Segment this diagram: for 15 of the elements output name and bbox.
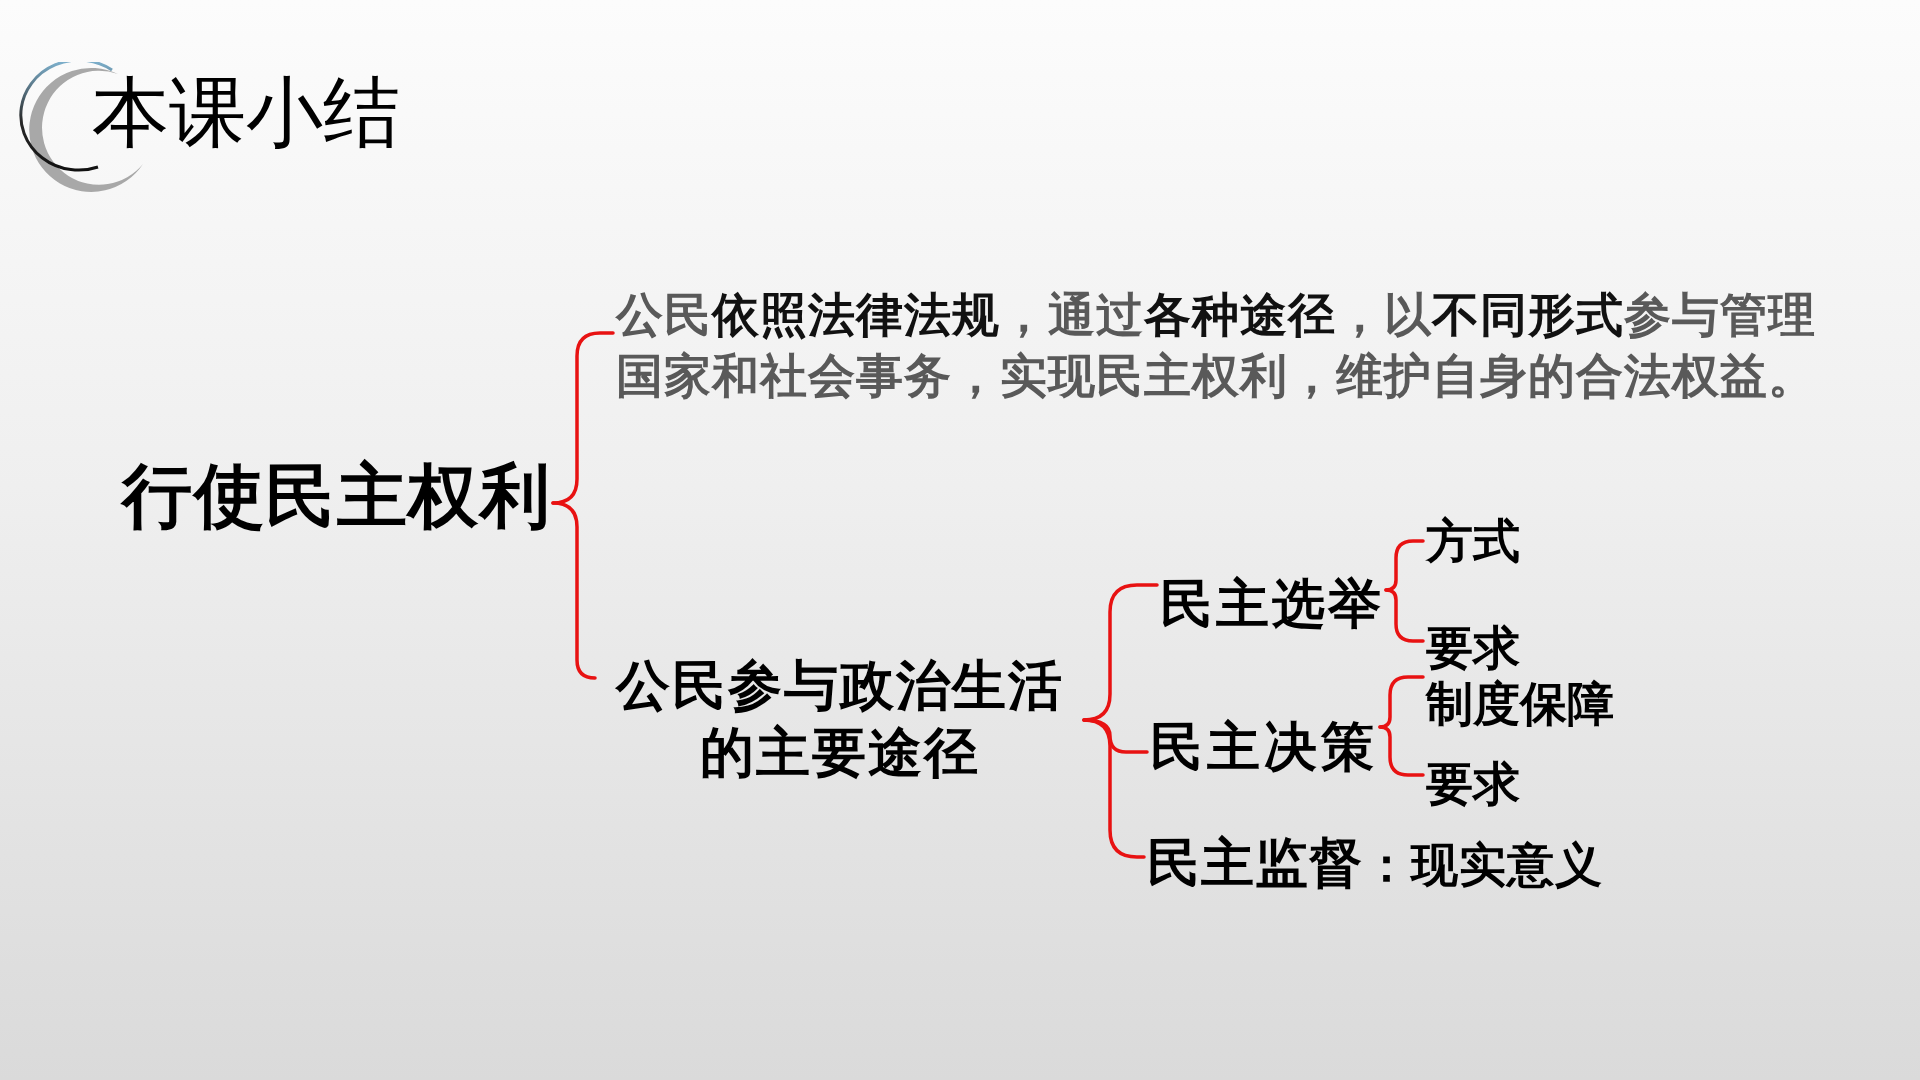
curly-brace (1082, 718, 1146, 859)
main-topic-label: 行使民主权利 (122, 456, 551, 537)
branch-label: 民主选举 (1160, 574, 1384, 635)
note-text: ：现实意义 (1363, 838, 1603, 893)
subtopic-label: 公民参与政治生活的主要途径 (598, 652, 1082, 786)
item-label: 要求 (1426, 757, 1520, 812)
item-label: 制度保障 (1426, 677, 1614, 732)
definition-text: 公民依照法律法规，通过各种途径，以不同形式参与管理国家和社会事务，实现民主权利，维护自身的合法权益。 (616, 284, 1831, 406)
slide-title: 本课小结 (92, 74, 400, 151)
branch-label: 民主决策 (1150, 717, 1378, 778)
item-label: 方式 (1426, 514, 1520, 569)
item-label: 要求 (1426, 621, 1520, 676)
curly-brace (1384, 588, 1425, 643)
branch-label: 民主监督 (1147, 833, 1363, 894)
curly-brace (1378, 725, 1425, 777)
